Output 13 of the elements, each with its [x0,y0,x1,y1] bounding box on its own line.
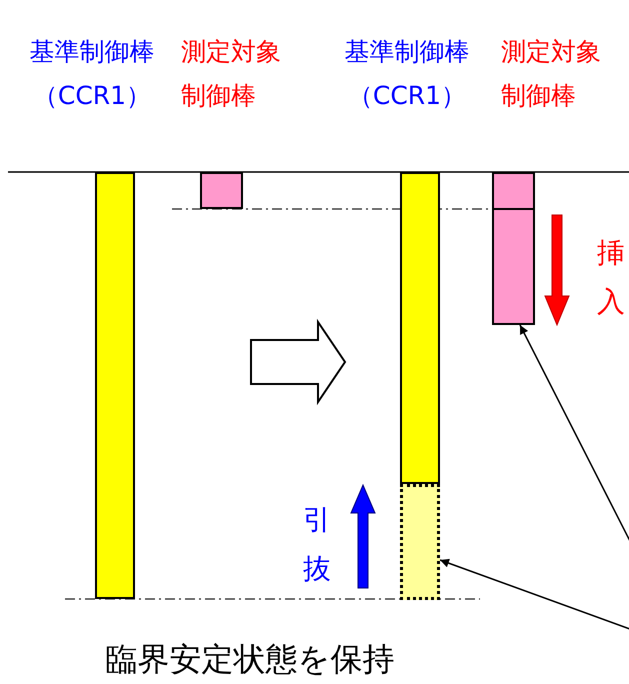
control-rod [95,172,135,599]
rod-heading: 測定対象制御棒 [501,36,602,112]
withdrawn-section [400,484,440,600]
rod-heading: 基準制御棒（CCR1） [28,36,156,112]
inserted-section [492,208,535,325]
rod-heading: 基準制御棒（CCR1） [344,36,470,112]
state-caption: 臨界安定状態を保持 [104,640,396,678]
direction-label: 引抜 [303,502,332,587]
direction-label: 挿入 [597,235,626,320]
control-rod [492,172,535,210]
control-rod [200,172,243,209]
rod-heading: 測定対象制御棒 [181,36,282,112]
control-rod [400,172,440,484]
